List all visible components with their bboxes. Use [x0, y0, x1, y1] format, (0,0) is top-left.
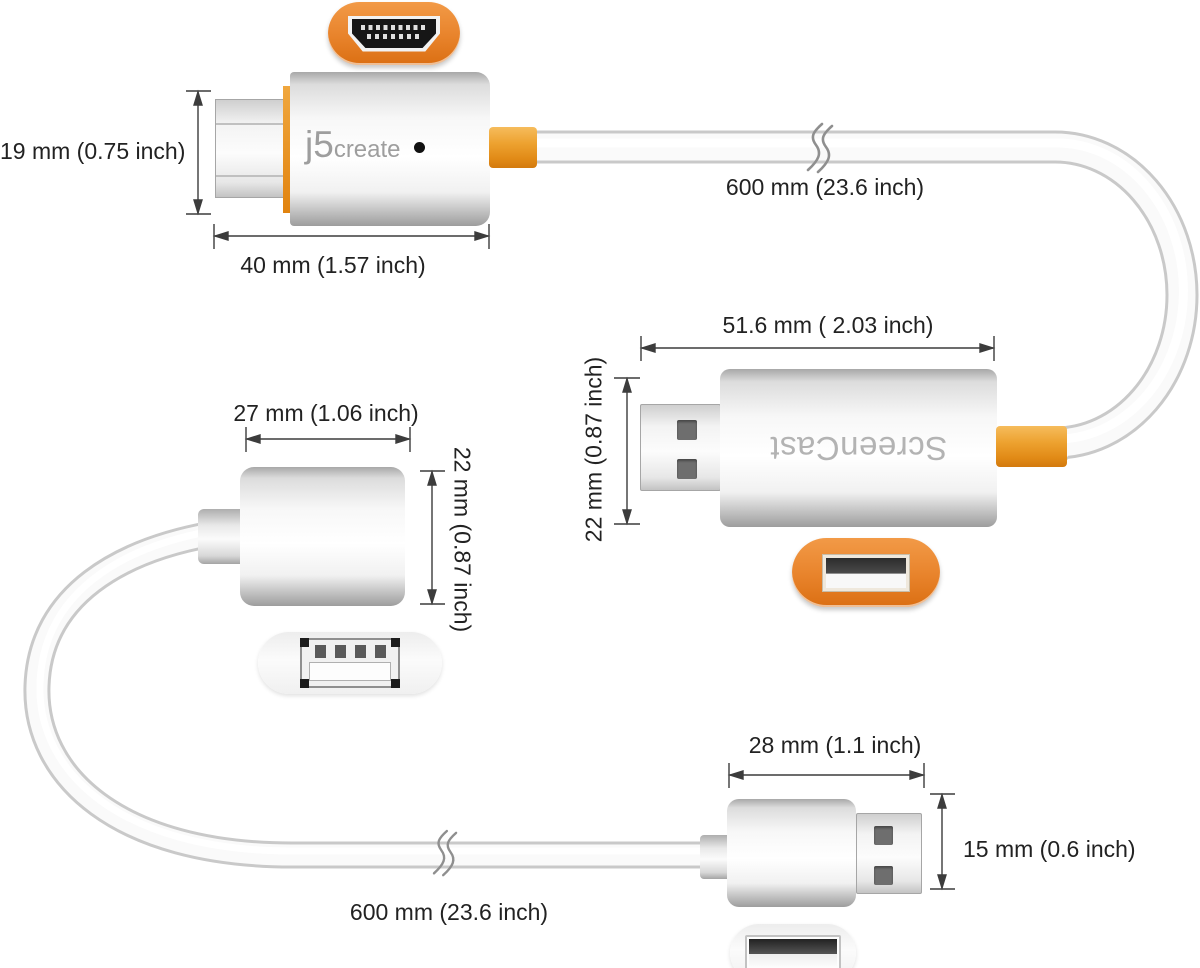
usb-plug-width-label: 28 mm (1.1 inch)	[748, 732, 922, 758]
top-cable-length-label: 600 mm (23.6 inch)	[725, 174, 925, 200]
screencast-usb-face	[792, 538, 940, 607]
usb-plug-face	[730, 924, 856, 968]
usb-female-port-icon	[300, 638, 400, 688]
screencast-height-label: 22 mm (0.87 inch)	[580, 356, 607, 543]
screencast-body	[720, 369, 997, 527]
hdmi-width-label: 40 mm (1.57 inch)	[240, 252, 426, 278]
adapter-strain-relief	[198, 509, 243, 564]
screencast-width-label: 51.6 mm ( 2.03 inch)	[722, 312, 934, 338]
adapter-port-face	[258, 632, 442, 694]
usb-plug-face-icon	[745, 935, 841, 968]
hdmi-height-label: 19 mm (0.75 inch)	[0, 138, 186, 164]
usb-plug-strain-relief	[700, 835, 732, 879]
hdmi-strain-relief	[489, 127, 537, 168]
screencast-label: ScreenCast	[769, 430, 948, 467]
hdmi-port-face	[328, 2, 460, 65]
usb-plug-metal	[856, 813, 922, 894]
usb-plug-height-label: 15 mm (0.6 inch)	[963, 836, 1136, 862]
screencast-strain-relief	[996, 426, 1067, 467]
logo-create-text: create	[333, 136, 401, 163]
adapter-height-label: 22 mm (0.87 inch)	[449, 446, 476, 633]
screencast-usb-plug	[640, 404, 721, 491]
adapter-width-label: 27 mm (1.06 inch)	[233, 400, 419, 426]
bottom-cable	[23, 520, 708, 869]
led-indicator-dot	[414, 142, 425, 153]
adapter-body	[240, 467, 405, 606]
logo-j5-text: j5	[305, 124, 334, 165]
usb-plug-body	[727, 799, 856, 907]
top-cable	[522, 130, 1199, 460]
usb-plug-icon	[822, 553, 910, 592]
cable-break-icon	[432, 122, 834, 877]
hdmi-plug-metal	[215, 99, 289, 198]
hdmi-port-icon	[348, 15, 440, 52]
bottom-cable-length-label: 600 mm (23.6 inch)	[349, 899, 549, 925]
hdmi-connector-body	[290, 72, 490, 226]
dimension-lines	[186, 89, 996, 891]
